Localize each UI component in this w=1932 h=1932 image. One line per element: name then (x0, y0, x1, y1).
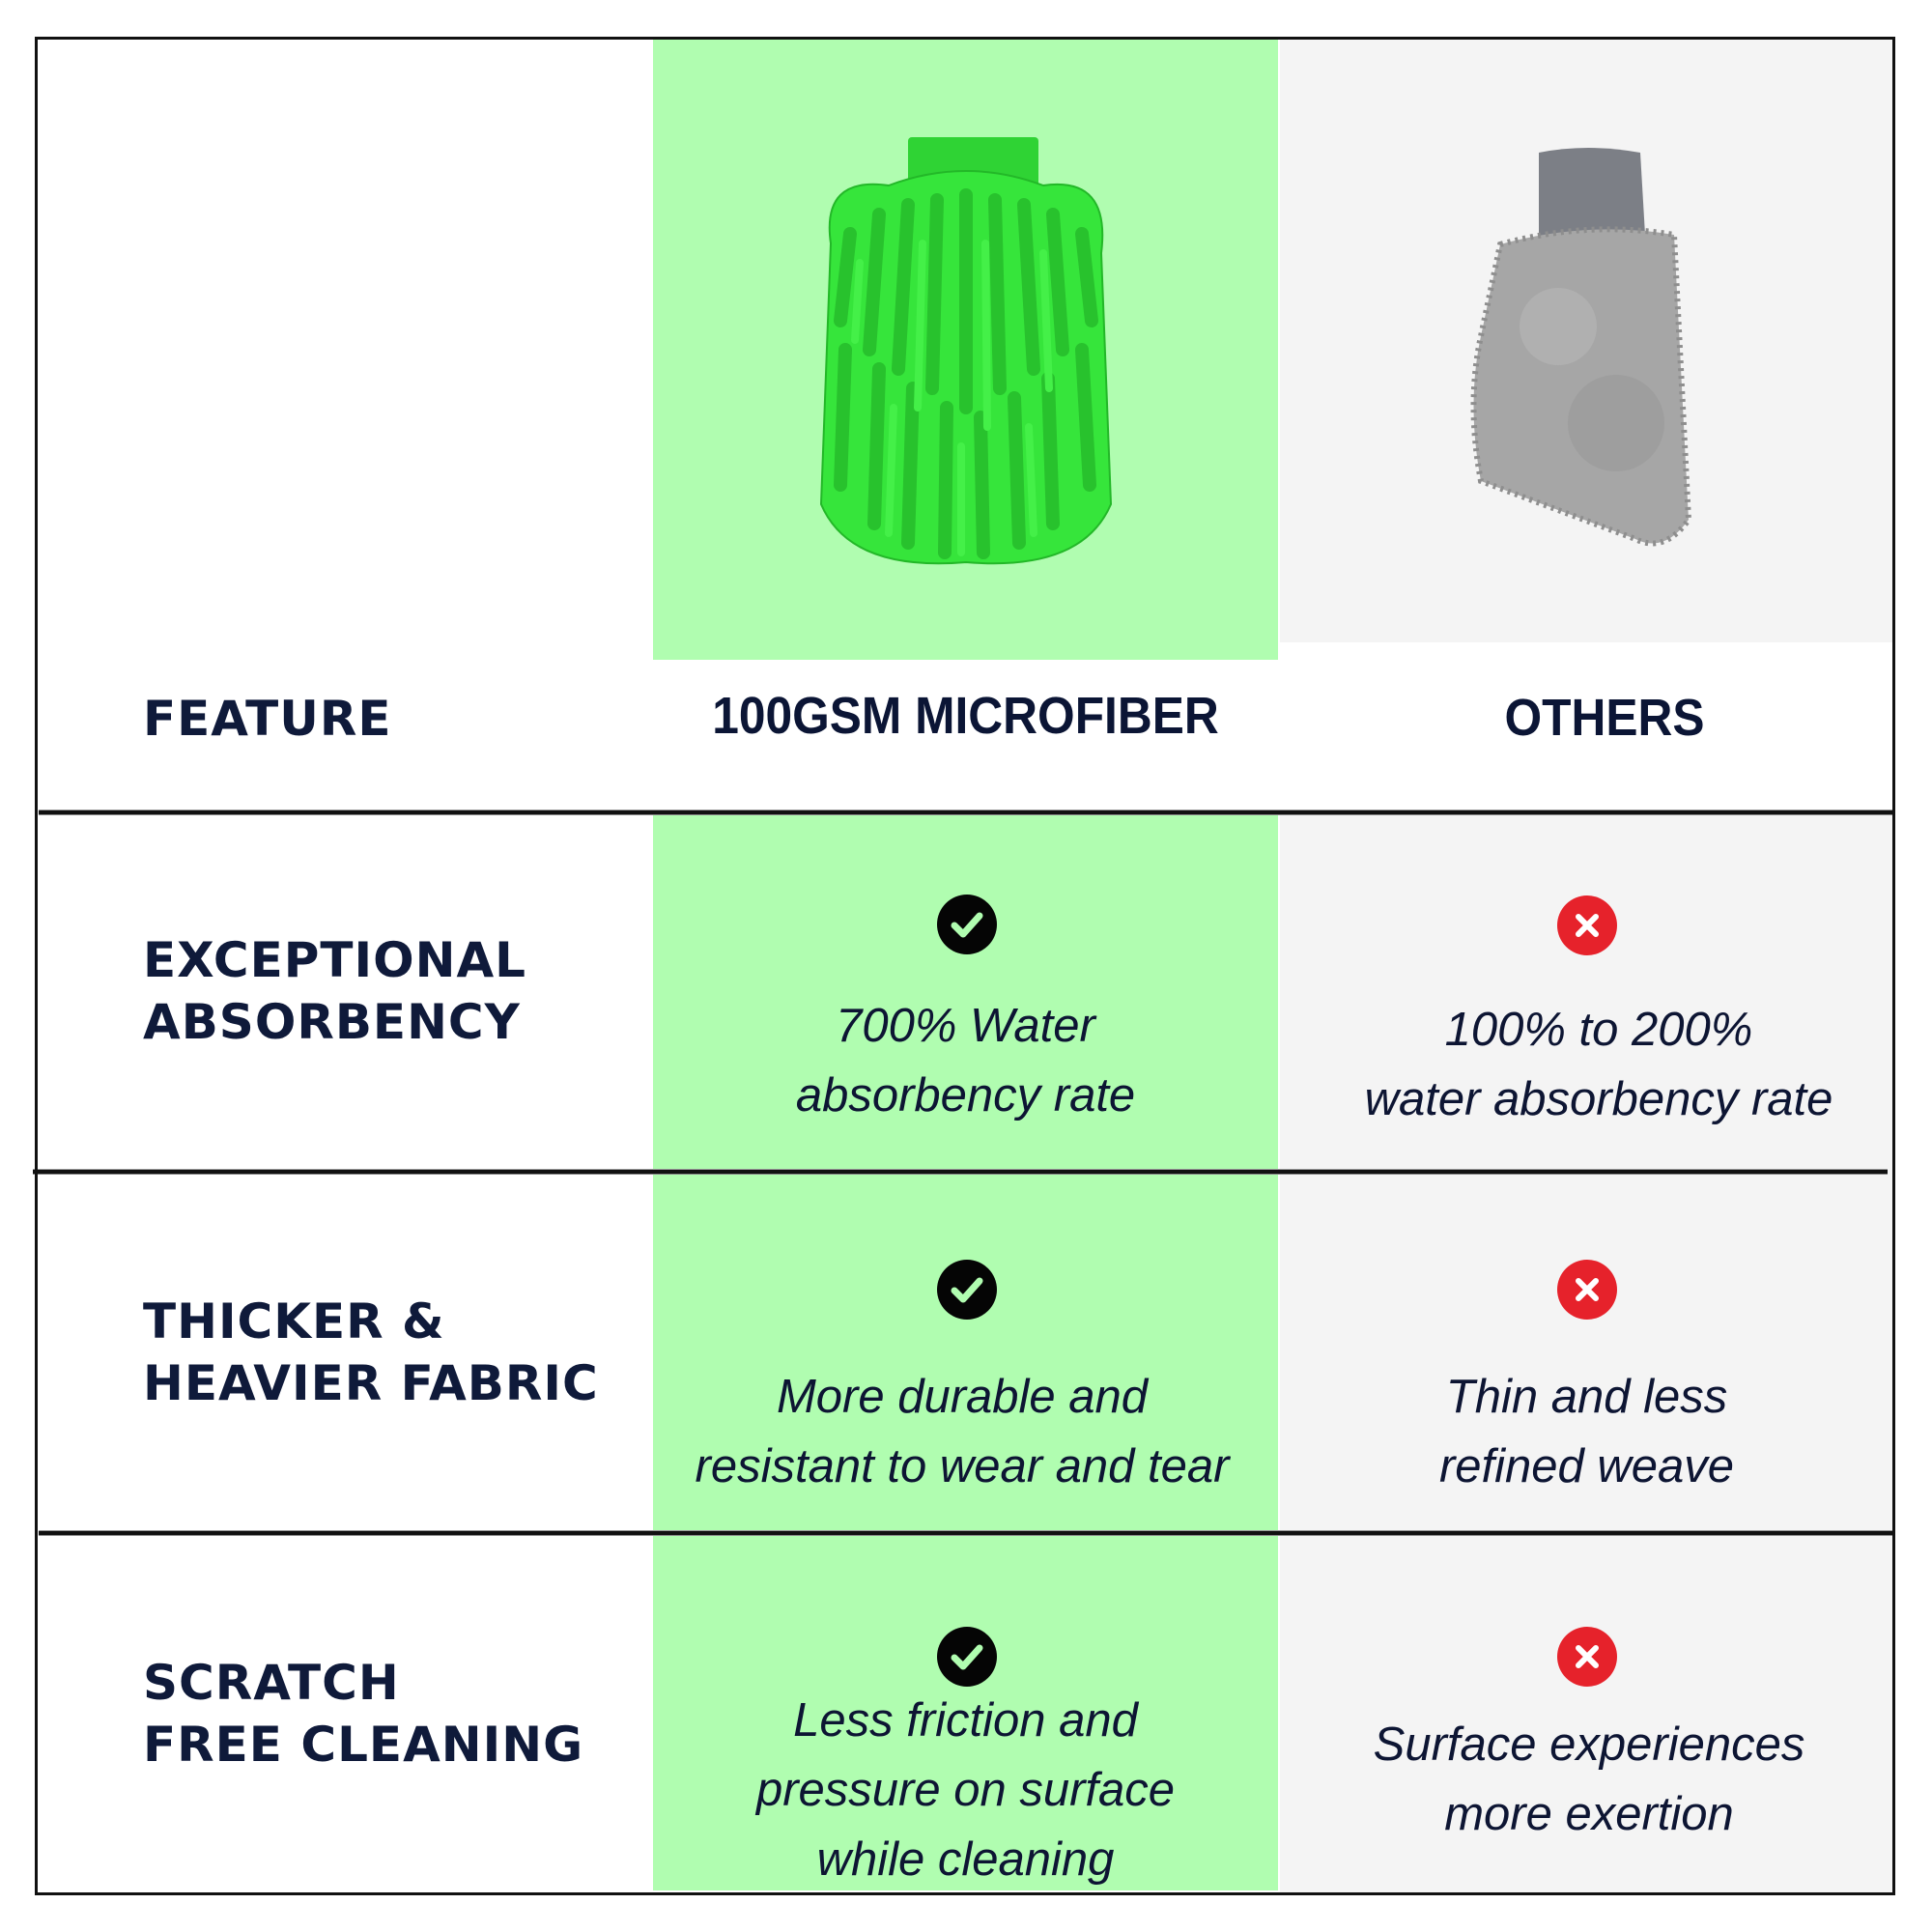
microfiber-scratch-free-text: Less friction and pressure on surface wh… (755, 1694, 1176, 1886)
others-fabric-text: Thin and less refined weave (1438, 1371, 1735, 1492)
header-divider (39, 810, 1893, 814)
others-absorbency-text: 100% to 200% water absorbency rate (1364, 1004, 1833, 1125)
x-circle-icon (1557, 1627, 1617, 1687)
grey-mitt-icon (1470, 148, 1691, 547)
row-divider-2 (39, 1531, 1893, 1535)
green-mitt-icon (819, 137, 1112, 565)
microfiber-absorbency-text: 700% Water absorbency rate (795, 1000, 1136, 1122)
feature-label-fabric: THICKER & HEAVIER FABRIC (143, 1293, 599, 1411)
check-circle-icon (937, 895, 997, 954)
others-column-header: OTHERS (1504, 689, 1705, 747)
microfiber-column-bg-rows (653, 813, 1278, 1890)
microfiber-fabric-text: More durable and resistant to wear and t… (695, 1371, 1230, 1492)
check-circle-icon (937, 1260, 997, 1320)
others-mitt-image (1280, 40, 1893, 642)
comparison-table-border (35, 37, 1895, 1895)
x-circle-icon (1557, 895, 1617, 955)
feature-label-scratch-free: SCRATCH FREE CLEANING (143, 1655, 584, 1773)
microfiber-mitt-image (653, 40, 1278, 660)
feature-label-absorbency: EXCEPTIONAL ABSORBENCY (143, 932, 527, 1050)
row-divider-1 (33, 1170, 1888, 1174)
others-column-bg-rows (1280, 813, 1893, 1892)
microfiber-column-header: 100GSM MICROFIBER (712, 687, 1219, 745)
feature-column-header: FEATURE (143, 691, 392, 747)
x-circle-icon (1557, 1260, 1617, 1320)
check-circle-icon (937, 1627, 997, 1687)
others-scratch-free-text: Surface experiences more exertion (1373, 1719, 1805, 1840)
